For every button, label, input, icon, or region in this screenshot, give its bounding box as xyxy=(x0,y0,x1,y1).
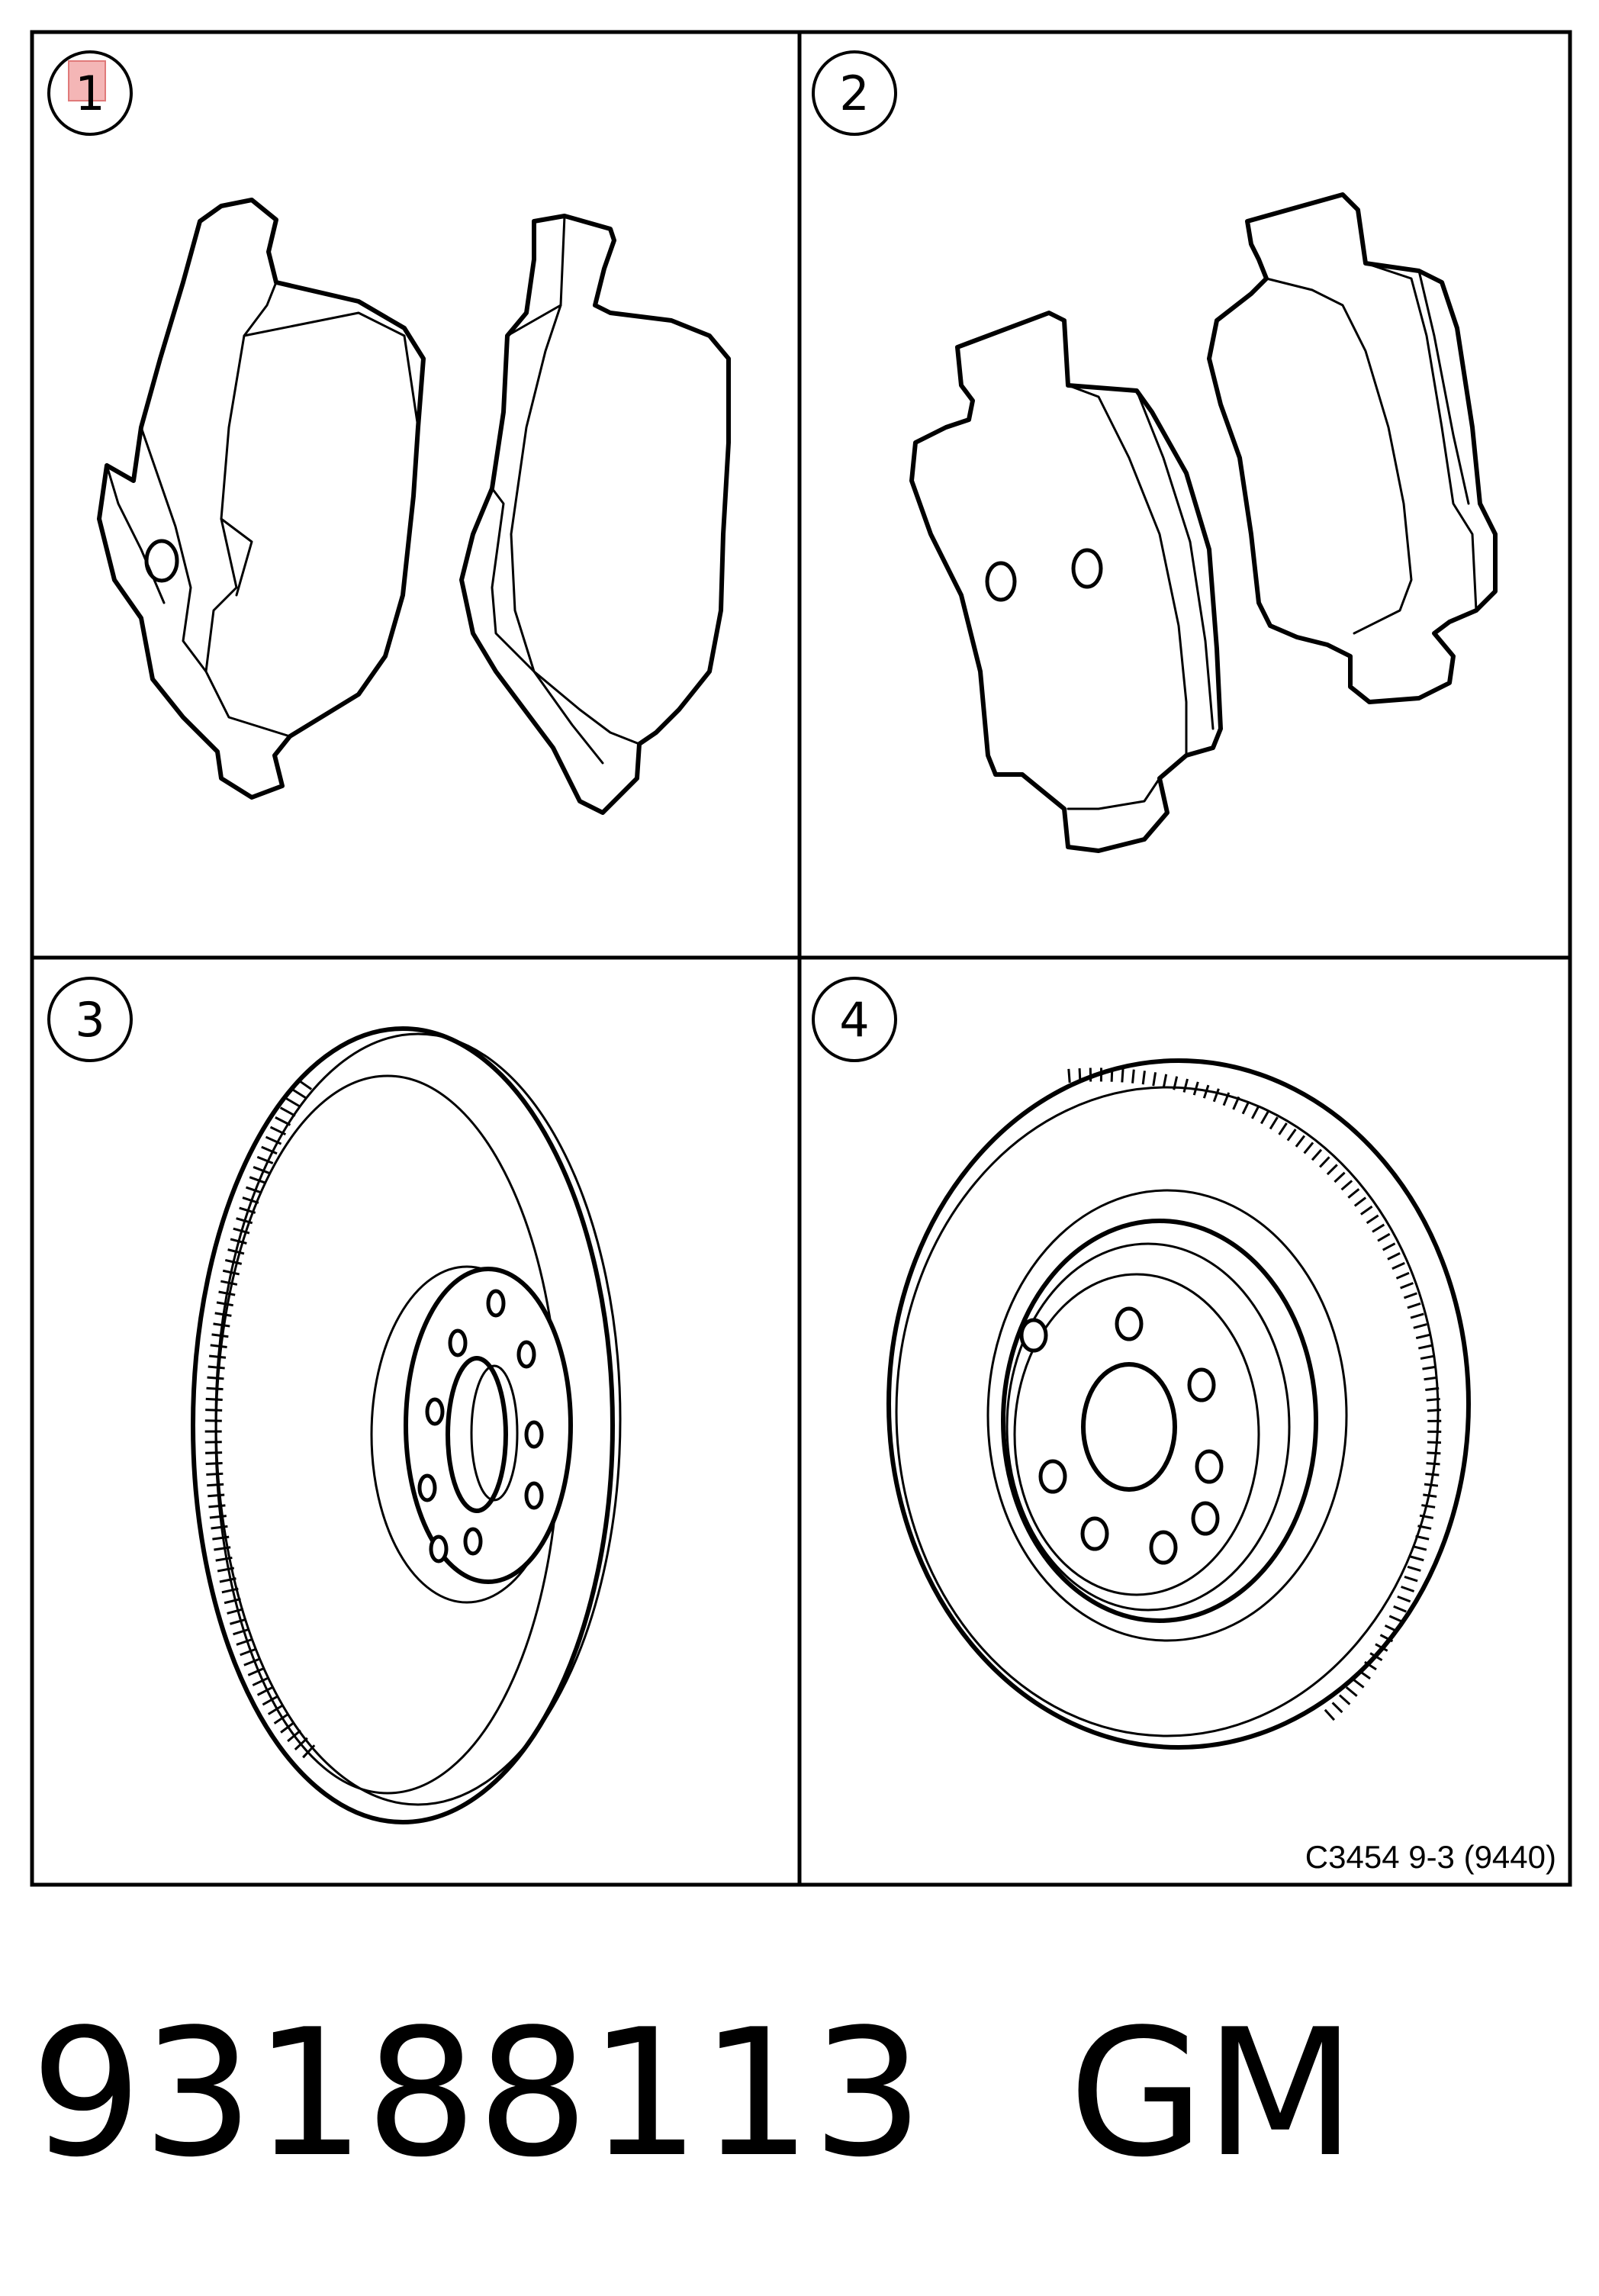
parts-diagram: 1 2 xyxy=(30,30,1572,1887)
svg-text:3: 3 xyxy=(75,992,105,1048)
part-number: 93188113 xyxy=(31,1992,924,2196)
front-pad-right xyxy=(459,214,731,815)
callout-1[interactable]: 1 xyxy=(47,50,133,136)
front-pad-left xyxy=(97,198,426,800)
svg-text:2: 2 xyxy=(839,66,869,121)
brand-label: GM xyxy=(1068,1992,1356,2196)
callout-3[interactable]: 3 xyxy=(47,977,133,1062)
panel-4: 4 C3454 9-3 (9440) xyxy=(812,977,1556,1875)
rear-pad-left xyxy=(909,311,1223,853)
callout-2[interactable]: 2 xyxy=(812,50,897,136)
panel-1: 1 xyxy=(47,50,731,815)
rear-disc xyxy=(886,1058,1471,1750)
front-disc xyxy=(191,1026,622,1824)
grid-frame xyxy=(30,30,1572,1887)
reference-code: C3454 9-3 (9440) xyxy=(1305,1839,1556,1875)
panel-2: 2 xyxy=(812,50,1498,853)
svg-text:4: 4 xyxy=(839,992,869,1048)
svg-text:1: 1 xyxy=(75,66,105,121)
panel-3: 3 xyxy=(47,977,622,1824)
rear-pad-right xyxy=(1207,192,1498,704)
callout-4[interactable]: 4 xyxy=(812,977,897,1062)
